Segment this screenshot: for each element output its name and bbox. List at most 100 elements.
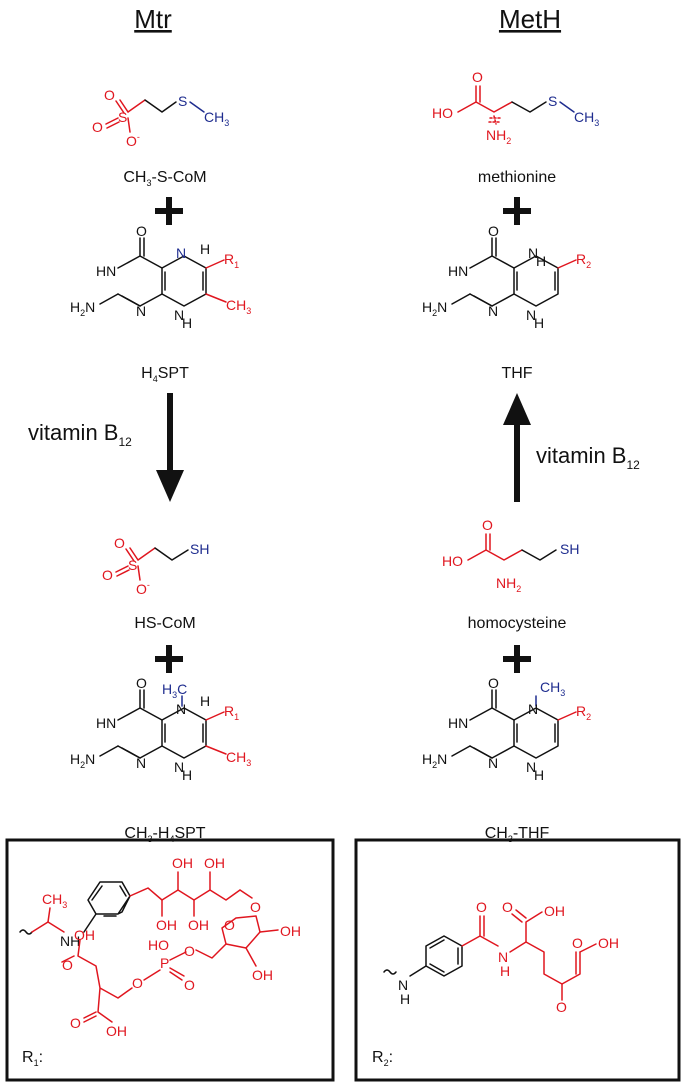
- label-homocysteine: homocysteine: [468, 615, 567, 632]
- atom-ch3: CH3: [226, 749, 251, 768]
- label-ch3-s-com: CH3-S-CoM: [123, 169, 206, 188]
- label-h4spt: H4SPT: [141, 365, 189, 384]
- r1-label: R1:: [22, 1049, 43, 1068]
- atom-o: O: [482, 517, 493, 533]
- atom-hn: HN: [96, 263, 116, 279]
- atom-oh: OH: [598, 935, 619, 951]
- atom-r2: R2: [576, 703, 591, 722]
- atom-s-sulfonate: S: [118, 109, 127, 125]
- atom-n: N: [176, 245, 186, 261]
- ch3-s-com-structure: S CH3 S O O O-: [92, 87, 229, 149]
- label-hs-com: HS-CoM: [134, 615, 195, 632]
- atom-n: N: [526, 307, 536, 323]
- atom-n: N: [136, 303, 146, 319]
- atom-o: O: [224, 917, 235, 933]
- atom-o: O: [472, 69, 483, 85]
- atom-h: H: [534, 315, 544, 331]
- atom-h: H: [200, 693, 210, 709]
- atom-o: O: [184, 943, 195, 959]
- atom-ch3: CH3: [42, 891, 67, 910]
- atom-o: O: [132, 975, 143, 991]
- plus-sign: [503, 645, 531, 673]
- atom-n: N: [488, 303, 498, 319]
- arrow-down: [156, 393, 184, 502]
- atom-h3c: H3C: [162, 681, 187, 700]
- atom-oh: OH: [252, 967, 273, 983]
- atom-o: O: [62, 957, 73, 973]
- atom-oh: OH: [74, 927, 95, 943]
- r2-inset-box: [354, 838, 681, 1082]
- atom-ho: HO: [442, 553, 463, 569]
- methionine-structure: O HO NH2 S CH3: [432, 69, 599, 146]
- atom-o: O: [572, 935, 583, 951]
- atom-o-minus: O-: [126, 132, 140, 149]
- atom-n: N: [528, 245, 538, 261]
- atom-h: H: [182, 315, 192, 331]
- atom-o: O: [136, 675, 147, 691]
- atom-h: H: [534, 767, 544, 783]
- atom-o: O: [250, 899, 261, 915]
- r1-inset-box: [5, 838, 335, 1082]
- vitamin-b12-label: vitamin B12: [536, 443, 640, 472]
- atom-ch3: CH3: [540, 679, 565, 698]
- atom-o: O: [184, 977, 195, 993]
- atom-o: O: [488, 223, 499, 239]
- atom-n: N: [136, 755, 146, 771]
- atom-ch3: CH3: [574, 109, 599, 128]
- vitamin-b12-label: vitamin B12: [28, 420, 132, 449]
- atom-o: O: [476, 899, 487, 915]
- atom-o: O: [556, 999, 567, 1015]
- atom-oh: OH: [156, 917, 177, 933]
- atom-hn: HN: [448, 715, 468, 731]
- arrow-up: [503, 393, 531, 502]
- atom-sh: SH: [190, 541, 209, 557]
- plus-sign: [503, 197, 531, 225]
- atom-nh2: NH2: [496, 575, 521, 594]
- atom-h: H: [200, 241, 210, 257]
- atom-s: S: [548, 93, 557, 109]
- ch3-thf-structure: O HN N H2N N CH3 R2 N H: [422, 675, 591, 783]
- atom-s-sulfonate: S: [128, 557, 137, 573]
- atom-h2n: H2N: [70, 299, 95, 318]
- atom-nh: N: [174, 307, 184, 323]
- atom-h: H: [536, 253, 546, 269]
- atom-o: O: [92, 119, 103, 135]
- atom-oh: OH: [172, 855, 193, 871]
- header-mtr: Mtr: [134, 4, 172, 34]
- atom-oh: OH: [204, 855, 225, 871]
- atom-nh: NH: [60, 933, 80, 949]
- atom-o: O: [502, 899, 513, 915]
- atom-o: O: [136, 223, 147, 239]
- atom-nh2: NH2: [486, 127, 511, 146]
- atom-o: O: [70, 1015, 81, 1031]
- atom-r1: R1: [224, 251, 239, 270]
- r2-label: R2:: [372, 1049, 393, 1068]
- atom-s: S: [178, 93, 187, 109]
- label-ch3-h4spt: CH3-H4SPT: [124, 825, 205, 844]
- atom-ho: HO: [148, 937, 169, 953]
- thf-structure: O HN N H2N N H R2 N H: [422, 223, 591, 331]
- atom-n: N: [174, 759, 184, 775]
- header-meth: MetH: [499, 4, 561, 34]
- atom-r2: R2: [576, 251, 591, 270]
- atom-n: N: [528, 701, 538, 717]
- atom-h2n: H2N: [422, 751, 447, 770]
- atom-o-minus: O-: [136, 580, 150, 597]
- atom-n: N: [488, 755, 498, 771]
- atom-p: P: [160, 955, 169, 971]
- atom-sh: SH: [560, 541, 579, 557]
- r1-structure: CH3 NH OH OH OH OH O O OH OH O P HO O O …: [19, 855, 301, 1039]
- atom-hn: HN: [96, 715, 116, 731]
- atom-hn: HN: [448, 263, 468, 279]
- ch3-h4spt-structure: O HN N H2N N H3C H R1 N H CH3: [70, 675, 251, 783]
- atom-h: H: [182, 767, 192, 783]
- plus-sign: [155, 645, 183, 673]
- h4spt-structure: O HN N H2N N H R1 N H CH3: [70, 223, 251, 331]
- homocysteine-structure: O HO NH2 SH: [442, 517, 579, 594]
- label-ch3-thf: CH3-THF: [485, 825, 550, 844]
- atom-oh: OH: [188, 917, 209, 933]
- atom-r1: R1: [224, 703, 239, 722]
